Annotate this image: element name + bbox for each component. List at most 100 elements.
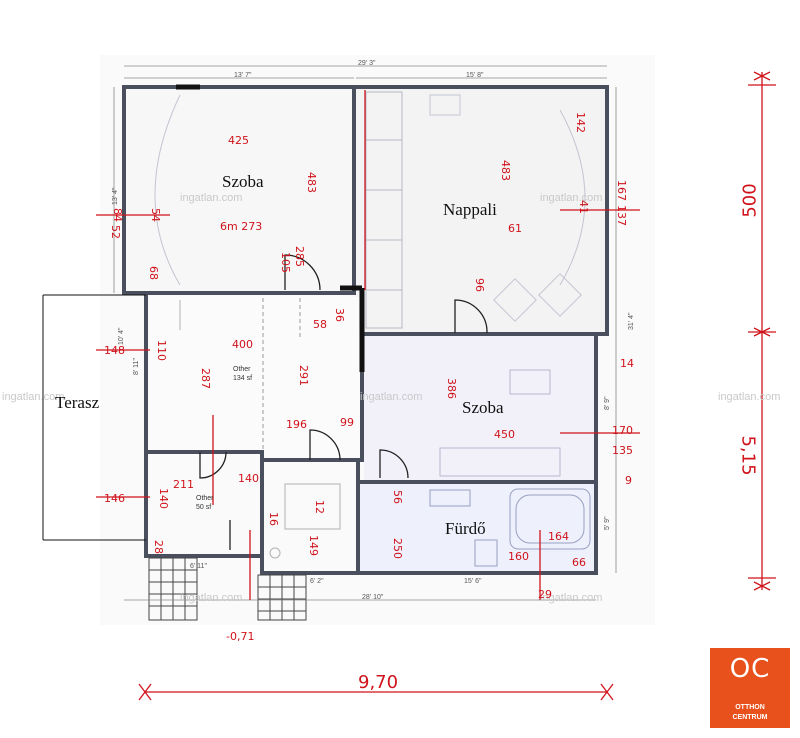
dim-bottom-small: 6' 2" (310, 578, 324, 585)
annotation: -0,71 (226, 630, 255, 643)
annotation: 148 (104, 344, 125, 357)
annotation: 450 (494, 428, 515, 441)
annotation: 29 (538, 588, 552, 601)
annotation: 170 (612, 424, 633, 437)
annotation: 287 (199, 368, 212, 389)
annotation: 68 (147, 266, 160, 280)
handwritten-dimension-lines (96, 71, 776, 701)
dim-left-width: 13' 7" (234, 72, 252, 79)
dim-left-mid-2: 8' 11" (133, 358, 140, 375)
annotation: 386 (445, 378, 458, 399)
annotation: 146 (104, 492, 125, 505)
hall-other-label: Other 134 sf (233, 365, 252, 383)
overall-height-bottom: 5,15 (737, 435, 759, 476)
annotation: 110 (155, 340, 168, 361)
annotation: 99 (340, 416, 354, 429)
bathroom-fixtures (429, 488, 591, 567)
annotation: 164 (548, 530, 569, 543)
szoba2-floor (364, 336, 596, 481)
annotation: 196 (286, 418, 307, 431)
annotation: 105 (279, 252, 292, 273)
annotation: 36 (333, 308, 346, 322)
annotation: 400 (232, 338, 253, 351)
annotation: 425 (228, 134, 249, 147)
room-label-szoba-2: Szoba (462, 398, 504, 417)
annotation: 140 (238, 472, 259, 485)
dim-bottom-right: 15' 6" (464, 578, 482, 585)
dim-right-mid: 8' 9" (604, 396, 611, 410)
room-label-furdo: Fürdő (445, 519, 486, 538)
annotation: 84 (111, 208, 124, 222)
nappali-floor (356, 89, 606, 333)
door-swings (199, 254, 488, 550)
walls (122, 85, 609, 575)
terasz-outline (42, 294, 146, 541)
szoba1-floor (126, 89, 354, 291)
annotation: 285 (293, 246, 306, 267)
dim-right-width: 15' 8" (466, 72, 484, 79)
hall-name: Other (233, 366, 251, 373)
annotation: 149 (307, 535, 320, 556)
watermark: ingatlan.com (2, 391, 65, 403)
annotation: 28 (152, 540, 165, 554)
thick-walls (176, 84, 365, 372)
watermark: ingatlan.com (360, 391, 423, 403)
printed-dimension-lines (113, 65, 617, 601)
annotation: 61 (508, 222, 522, 235)
annotation: 56 (391, 490, 404, 504)
annotation: 483 (499, 160, 512, 181)
annotation: 483 (305, 172, 318, 193)
szoba2-furniture (439, 369, 561, 477)
annotation: 9 (625, 474, 632, 487)
dim-right-top: 31' 4" (628, 312, 635, 330)
hall-area: 134 sf (233, 375, 253, 382)
watermark: ingatlan.com (180, 192, 243, 204)
annotation: 137 (615, 205, 628, 226)
annotation: 167 (615, 180, 628, 201)
small-other-label: Other 50 sf (196, 494, 214, 512)
small-room-fixtures (179, 300, 341, 559)
room-label-nappali: Nappali (443, 200, 497, 219)
logo-mark: OC (729, 654, 771, 684)
dim-total-width: 29' 3" (358, 60, 376, 67)
furdo-floor (359, 483, 596, 572)
small-area: 50 sf (196, 504, 212, 511)
annotation: 250 (391, 538, 404, 559)
overall-height-top: 500 (739, 183, 761, 218)
annotation: 52 (109, 225, 122, 239)
watermark: ingatlan.com (180, 592, 243, 604)
annotation: 54 (149, 208, 162, 222)
annotation: 142 (574, 112, 587, 133)
otthon-centrum-logo: OC OTTHON CENTRUM (710, 648, 790, 728)
kitchen-counter (365, 91, 403, 329)
watermark: ingatlan.com (718, 391, 781, 403)
steps (148, 557, 307, 621)
annotation: 66 (572, 556, 586, 569)
annotation: 14 (620, 357, 634, 370)
annotation: 41 (577, 200, 590, 214)
room-label-terasz: Terasz (55, 393, 100, 412)
dim-right-low: 5' 9" (604, 516, 611, 530)
watermark: ingatlan.com (540, 592, 603, 604)
annotation: 96 (473, 278, 486, 292)
overall-width-label: 9,70 (358, 672, 399, 693)
dim-bottom-small-2: 6' 11" (190, 563, 207, 570)
annotation: 211 (173, 478, 194, 491)
small-name: Other (196, 495, 214, 502)
annotation: 12 (313, 500, 326, 514)
room-label-szoba-1: Szoba (222, 172, 264, 191)
dim-left-mid: 10' 4" (118, 327, 125, 345)
dim-left-top: 13' 4" (112, 187, 119, 205)
annotation: 6m 273 (220, 220, 263, 233)
hall-floor (147, 297, 359, 457)
logo-line-1: OTTHON (735, 704, 765, 711)
annotation: 140 (157, 488, 170, 509)
annotation: 58 (313, 318, 327, 331)
dim-bottom-total: 28' 10" (362, 594, 384, 601)
nappali-furniture (154, 94, 586, 322)
annotation: 291 (297, 365, 310, 386)
watermark: ingatlan.com (540, 192, 603, 204)
logo-line-2: CENTRUM (732, 714, 768, 721)
annotation: 135 (612, 444, 633, 457)
